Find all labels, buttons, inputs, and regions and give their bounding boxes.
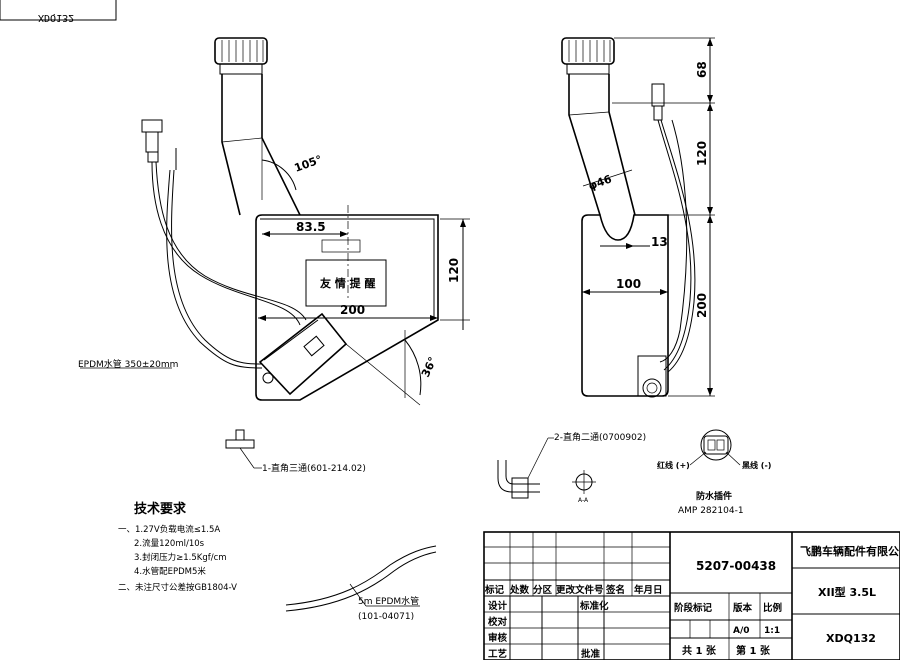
dim-83-5: 83.5 — [296, 220, 326, 234]
scale-label: 比例 — [763, 602, 782, 614]
role-process: 工艺 — [488, 648, 508, 660]
red-wire-label: 红线 (+) — [657, 460, 690, 470]
tech-requirements: 技术要求 一、1.27V负载电流≤1.5A 2.流量120ml/10s 3.封闭… — [118, 501, 237, 593]
elbow-label: 2-直角二通(0700902) — [554, 431, 646, 443]
tech-line-5: 二、未注尺寸公差按GB1804-V — [118, 582, 237, 593]
angle-105: 105° — [293, 153, 324, 175]
filler-neck-right — [261, 74, 301, 216]
drawing-code-box: XDQ132 — [0, 0, 117, 23]
hdr-zone: 分区 — [533, 584, 553, 596]
neck-right-b — [608, 74, 636, 216]
tech-line-1: 一、1.27V负载电流≤1.5A — [118, 524, 220, 535]
dim-100: 100 — [616, 277, 641, 291]
hdr-sign: 签名 — [605, 584, 625, 596]
dim-200-right: 200 — [695, 293, 709, 318]
approve: 批准 — [581, 648, 601, 660]
hdr-change-doc: 更改文件号 — [556, 584, 604, 596]
version-label: 版本 — [732, 602, 753, 614]
label-rect — [305, 259, 387, 307]
dim-200-left: 200 — [340, 303, 365, 317]
sheet-number: 第 1 张 — [736, 644, 771, 657]
part-number: 5207-00438 — [696, 559, 776, 573]
role-check: 校对 — [488, 616, 508, 628]
connector-title: 防水插件 — [696, 490, 732, 502]
hdr-count: 处数 — [509, 584, 530, 596]
standardize: 标准化 — [579, 600, 609, 612]
dim-13: 13 — [651, 235, 668, 249]
angle-36: 36° — [419, 355, 440, 379]
cap-right — [561, 37, 615, 65]
tank-body-right — [581, 214, 669, 397]
black-wire-label: 黑线 (-) — [742, 460, 771, 470]
right-view: φ46 13 100 68 120 200 — [561, 37, 715, 398]
hose-label: 5m EPDM水管 — [358, 595, 419, 607]
connector-model: AMP 282104-1 — [678, 506, 744, 516]
tech-line-4: 4.水管配EPDM5米 — [134, 566, 206, 577]
hose-drawing: 5m EPDM水管 (101-04071) — [285, 545, 437, 622]
role-review: 审核 — [488, 632, 508, 644]
hose-length-label: EPDM水管 350±20mm — [78, 358, 178, 370]
tech-title: 技术要求 — [134, 501, 187, 517]
elbow-fitting: 2-直角二通(0700902) A-A — [497, 431, 646, 504]
dim-68: 68 — [695, 61, 709, 78]
left-view: 105° 83.5 友 情 提 醒 120 200 36° — [78, 37, 470, 406]
pump-side — [637, 355, 667, 397]
role-design: 设计 — [488, 600, 508, 612]
scale-value: 1:1 — [764, 626, 780, 636]
tech-line-3: 3.封闭压力≥1.5Kgf/cm — [134, 552, 227, 563]
drawing-number: XDQ132 — [826, 632, 876, 645]
sheet-count: 共 1 张 — [682, 644, 717, 657]
tee-fitting: 1-直角三通(601-214.02) — [225, 429, 366, 474]
stage-mark: 阶段标记 — [674, 602, 713, 614]
section-mark: A-A — [578, 497, 589, 504]
cap — [214, 37, 268, 65]
label-text: 友 情 提 醒 — [320, 276, 376, 290]
drawing-code-mirrored: XDQ132 — [38, 12, 74, 23]
model-name: XII型 3.5L — [818, 585, 876, 599]
tech-line-2: 2.流量120ml/10s — [134, 538, 205, 549]
wire-connector-left — [141, 119, 163, 133]
neck-right-a — [568, 74, 601, 216]
tee-label: 1-直角三通(601-214.02) — [262, 462, 366, 474]
company-name: 飞鹏车辆配件有限公司 — [800, 544, 900, 558]
waterproof-connector: 红线 (+) 黑线 (-) 防水插件 AMP 282104-1 — [657, 429, 771, 516]
hose-code: (101-04071) — [358, 612, 414, 622]
dim-120-left: 120 — [447, 258, 461, 283]
hdr-mark: 标记 — [484, 584, 505, 596]
dim-phi46: φ46 — [587, 172, 614, 193]
tank-body-left — [255, 214, 439, 401]
filler-neck-left — [221, 74, 241, 216]
hdr-date: 年月日 — [634, 584, 663, 596]
version-value: A/0 — [733, 626, 750, 636]
dim-120-right: 120 — [695, 141, 709, 166]
title-block: 5207-00438 飞鹏车辆配件有限公司 XII型 3.5L XDQ132 标… — [483, 531, 900, 660]
